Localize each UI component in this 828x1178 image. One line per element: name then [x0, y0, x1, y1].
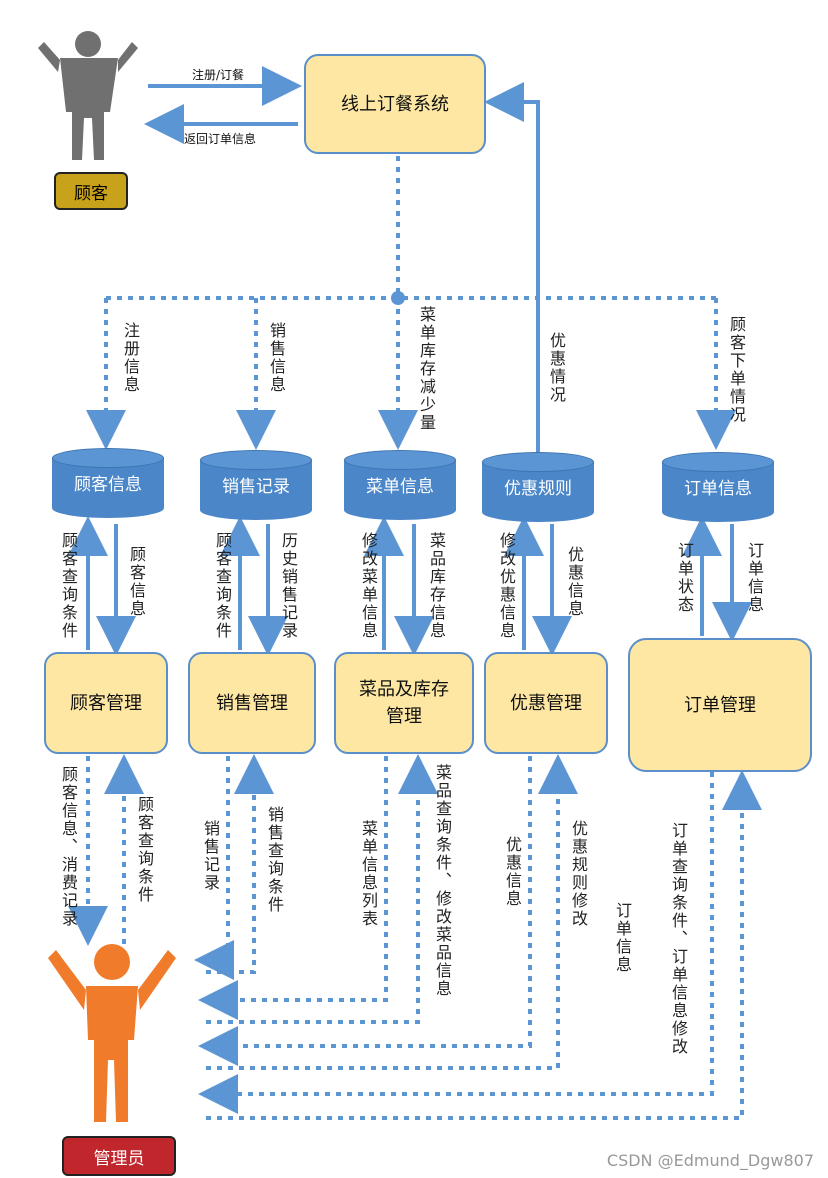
flow-menu-stock-reduce: 菜单库存减少量: [417, 306, 436, 432]
flow-cust-info: 顾客信息: [127, 546, 146, 618]
admin-tag: 管理员: [62, 1136, 176, 1176]
flow-dish-stock: 菜品库存信息: [427, 532, 446, 640]
flow-discount-rule-modify: 优惠规则修改: [569, 820, 588, 928]
process-order-mgmt-label: 订单管理: [684, 694, 756, 716]
datastore-discount-rules: 优惠规则: [482, 452, 594, 522]
flow-discount-info: 优惠信息: [565, 546, 584, 618]
process-sales-mgmt: 销售管理: [188, 652, 316, 754]
process-dish-stock-mgmt-label: 菜品及库存管理: [359, 679, 449, 727]
flow-register-label: 注册/订餐: [192, 68, 245, 82]
flow-modify-discount: 修改优惠信息: [497, 532, 516, 640]
datastore-order-info: 订单信息: [662, 452, 774, 522]
datastore-discount-rules-label: 优惠规则: [504, 479, 572, 499]
datastore-sales-records-label: 销售记录: [222, 477, 290, 497]
flow-register-info: 注册信息: [121, 322, 140, 394]
flow-modify-menu: 修改菜单信息: [359, 532, 378, 640]
flow-sales-query: 销售查询条件: [265, 806, 284, 914]
watermark: CSDN @Edmund_Dgw807: [606, 1151, 814, 1170]
admin-figure-icon: [48, 944, 176, 1122]
customer-figure-icon: [38, 31, 138, 160]
flow-order-info: 订单信息: [745, 542, 764, 614]
flow-sales-info: 销售信息: [267, 322, 286, 394]
process-sales-mgmt-label: 销售管理: [216, 692, 288, 714]
datastore-customer-info-label: 顾客信息: [74, 475, 142, 495]
flow-cust-info-consume: 顾客信息、消费记录: [59, 766, 78, 928]
datastore-customer-info: 顾客信息: [52, 448, 164, 518]
system-label: 线上订餐系统: [341, 93, 449, 115]
admin-tag-label: 管理员: [93, 1148, 145, 1169]
process-customer-mgmt: 顾客管理: [44, 652, 168, 754]
dotted-flows: [68, 156, 762, 1120]
top-flow-arrows: [144, 66, 302, 144]
flow-customer-order-status: 顾客下单情况: [727, 316, 746, 424]
system-box: 线上订餐系统: [304, 54, 486, 154]
customer-tag: 顾客: [54, 172, 128, 210]
flow-history-sales: 历史销售记录: [279, 532, 298, 640]
process-dish-stock-mgmt: 菜品及库存管理: [334, 652, 474, 754]
solid-flows: [68, 82, 752, 656]
process-discount-mgmt: 优惠管理: [484, 652, 608, 754]
process-discount-mgmt-label: 优惠管理: [510, 692, 582, 714]
flow-dish-query-modify: 菜品查询条件、修改菜品信息: [433, 764, 452, 998]
datastore-menu-info-label: 菜单信息: [366, 477, 434, 497]
flow-return-label: 返回订单信息: [184, 132, 257, 146]
junction-dot: [391, 291, 405, 305]
process-customer-mgmt-label: 顾客管理: [70, 692, 142, 714]
flow-cust-query: 顾客查询条件: [59, 532, 78, 640]
flow-cust-query-cond: 顾客查询条件: [135, 796, 154, 904]
customer-tag-label: 顾客: [74, 183, 108, 204]
datastore-order-info-label: 订单信息: [684, 479, 752, 499]
flow-sales-record: 销售记录: [201, 820, 220, 892]
flow-discount-info-bottom: 优惠信息: [503, 836, 522, 908]
flow-cust-query-2: 顾客查询条件: [213, 532, 232, 640]
datastore-sales-records: 销售记录: [200, 450, 312, 520]
flow-order-query-modify: 订单查询条件、订单信息修改: [669, 822, 688, 1056]
flow-order-info-bottom: 订单信息: [613, 902, 632, 974]
process-order-mgmt: 订单管理: [628, 638, 812, 772]
datastore-menu-info: 菜单信息: [344, 450, 456, 520]
flow-order-status: 订单状态: [675, 542, 694, 614]
flow-menu-list: 菜单信息列表: [359, 820, 378, 928]
flow-discount-status: 优惠情况: [547, 332, 566, 404]
